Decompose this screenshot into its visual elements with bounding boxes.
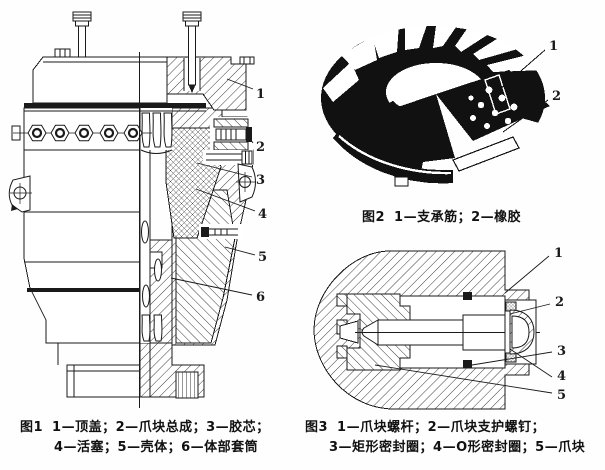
figure2-drawing: 1 2 xyxy=(321,25,571,202)
top-cover-outside xyxy=(32,48,168,104)
fig3-part-label-3: 3 xyxy=(557,344,566,359)
fig1-part-label-6: 6 xyxy=(256,290,265,305)
leader-lines xyxy=(498,49,549,133)
flange-bolts xyxy=(13,124,152,142)
fig3-part-label-2: 2 xyxy=(555,295,564,310)
leader-lines xyxy=(170,78,256,296)
figure1-tag: 图1 xyxy=(20,420,44,435)
fig1-part-label-4: 4 xyxy=(258,207,267,222)
cut-face-left xyxy=(395,94,455,163)
packer-ring xyxy=(321,25,571,202)
figure3-caption-line2: 3—矩形密封圈；4—O形密封圈；5—爪块 xyxy=(329,440,586,455)
support-rib-wedges xyxy=(323,25,545,102)
screw-head-cup xyxy=(504,299,537,365)
leader-lines xyxy=(374,255,553,394)
fig1-part-label-5: 5 xyxy=(258,250,267,265)
cut-base-strip xyxy=(452,136,520,172)
fig2-part-label-2: 2 xyxy=(552,89,561,104)
lock-bolt-assembly xyxy=(210,117,253,152)
rectangular-seals xyxy=(463,292,472,368)
fig3-part-label-1: 1 xyxy=(554,246,563,261)
cover-bolts xyxy=(72,11,202,93)
piston-screw xyxy=(199,224,243,239)
housing-outline xyxy=(23,107,141,344)
figure1-caption-line2: 4—活塞；5—壳体；6—体部套筒 xyxy=(54,440,259,455)
outer-wall xyxy=(333,128,453,184)
right-lug xyxy=(236,163,256,203)
figure3-drawing: 1 2 3 4 5 xyxy=(313,246,566,410)
claw-screw xyxy=(339,314,540,351)
bottom-section-hatched xyxy=(139,342,205,399)
fig3-part-label-4: 4 xyxy=(557,369,566,384)
fig1-part-label-1: 1 xyxy=(256,87,265,102)
fig1-part-label-2: 2 xyxy=(256,140,265,155)
cut-face-rubber xyxy=(436,70,550,141)
figure3-tag: 图3 xyxy=(305,420,329,435)
left-lug xyxy=(8,175,32,213)
figure1-drawing: 1 2 3 4 5 6 xyxy=(8,11,267,408)
claw-block-assembly xyxy=(140,108,173,342)
fig1-part-label-3: 3 xyxy=(256,173,265,188)
vent-plug xyxy=(239,56,255,65)
fig2-part-label-1: 1 xyxy=(549,39,558,54)
fig3-part-label-5: 5 xyxy=(557,388,566,403)
top-cover-section xyxy=(162,56,255,111)
side-bolt xyxy=(203,150,253,165)
figure2-tag: 图2 xyxy=(362,210,386,225)
